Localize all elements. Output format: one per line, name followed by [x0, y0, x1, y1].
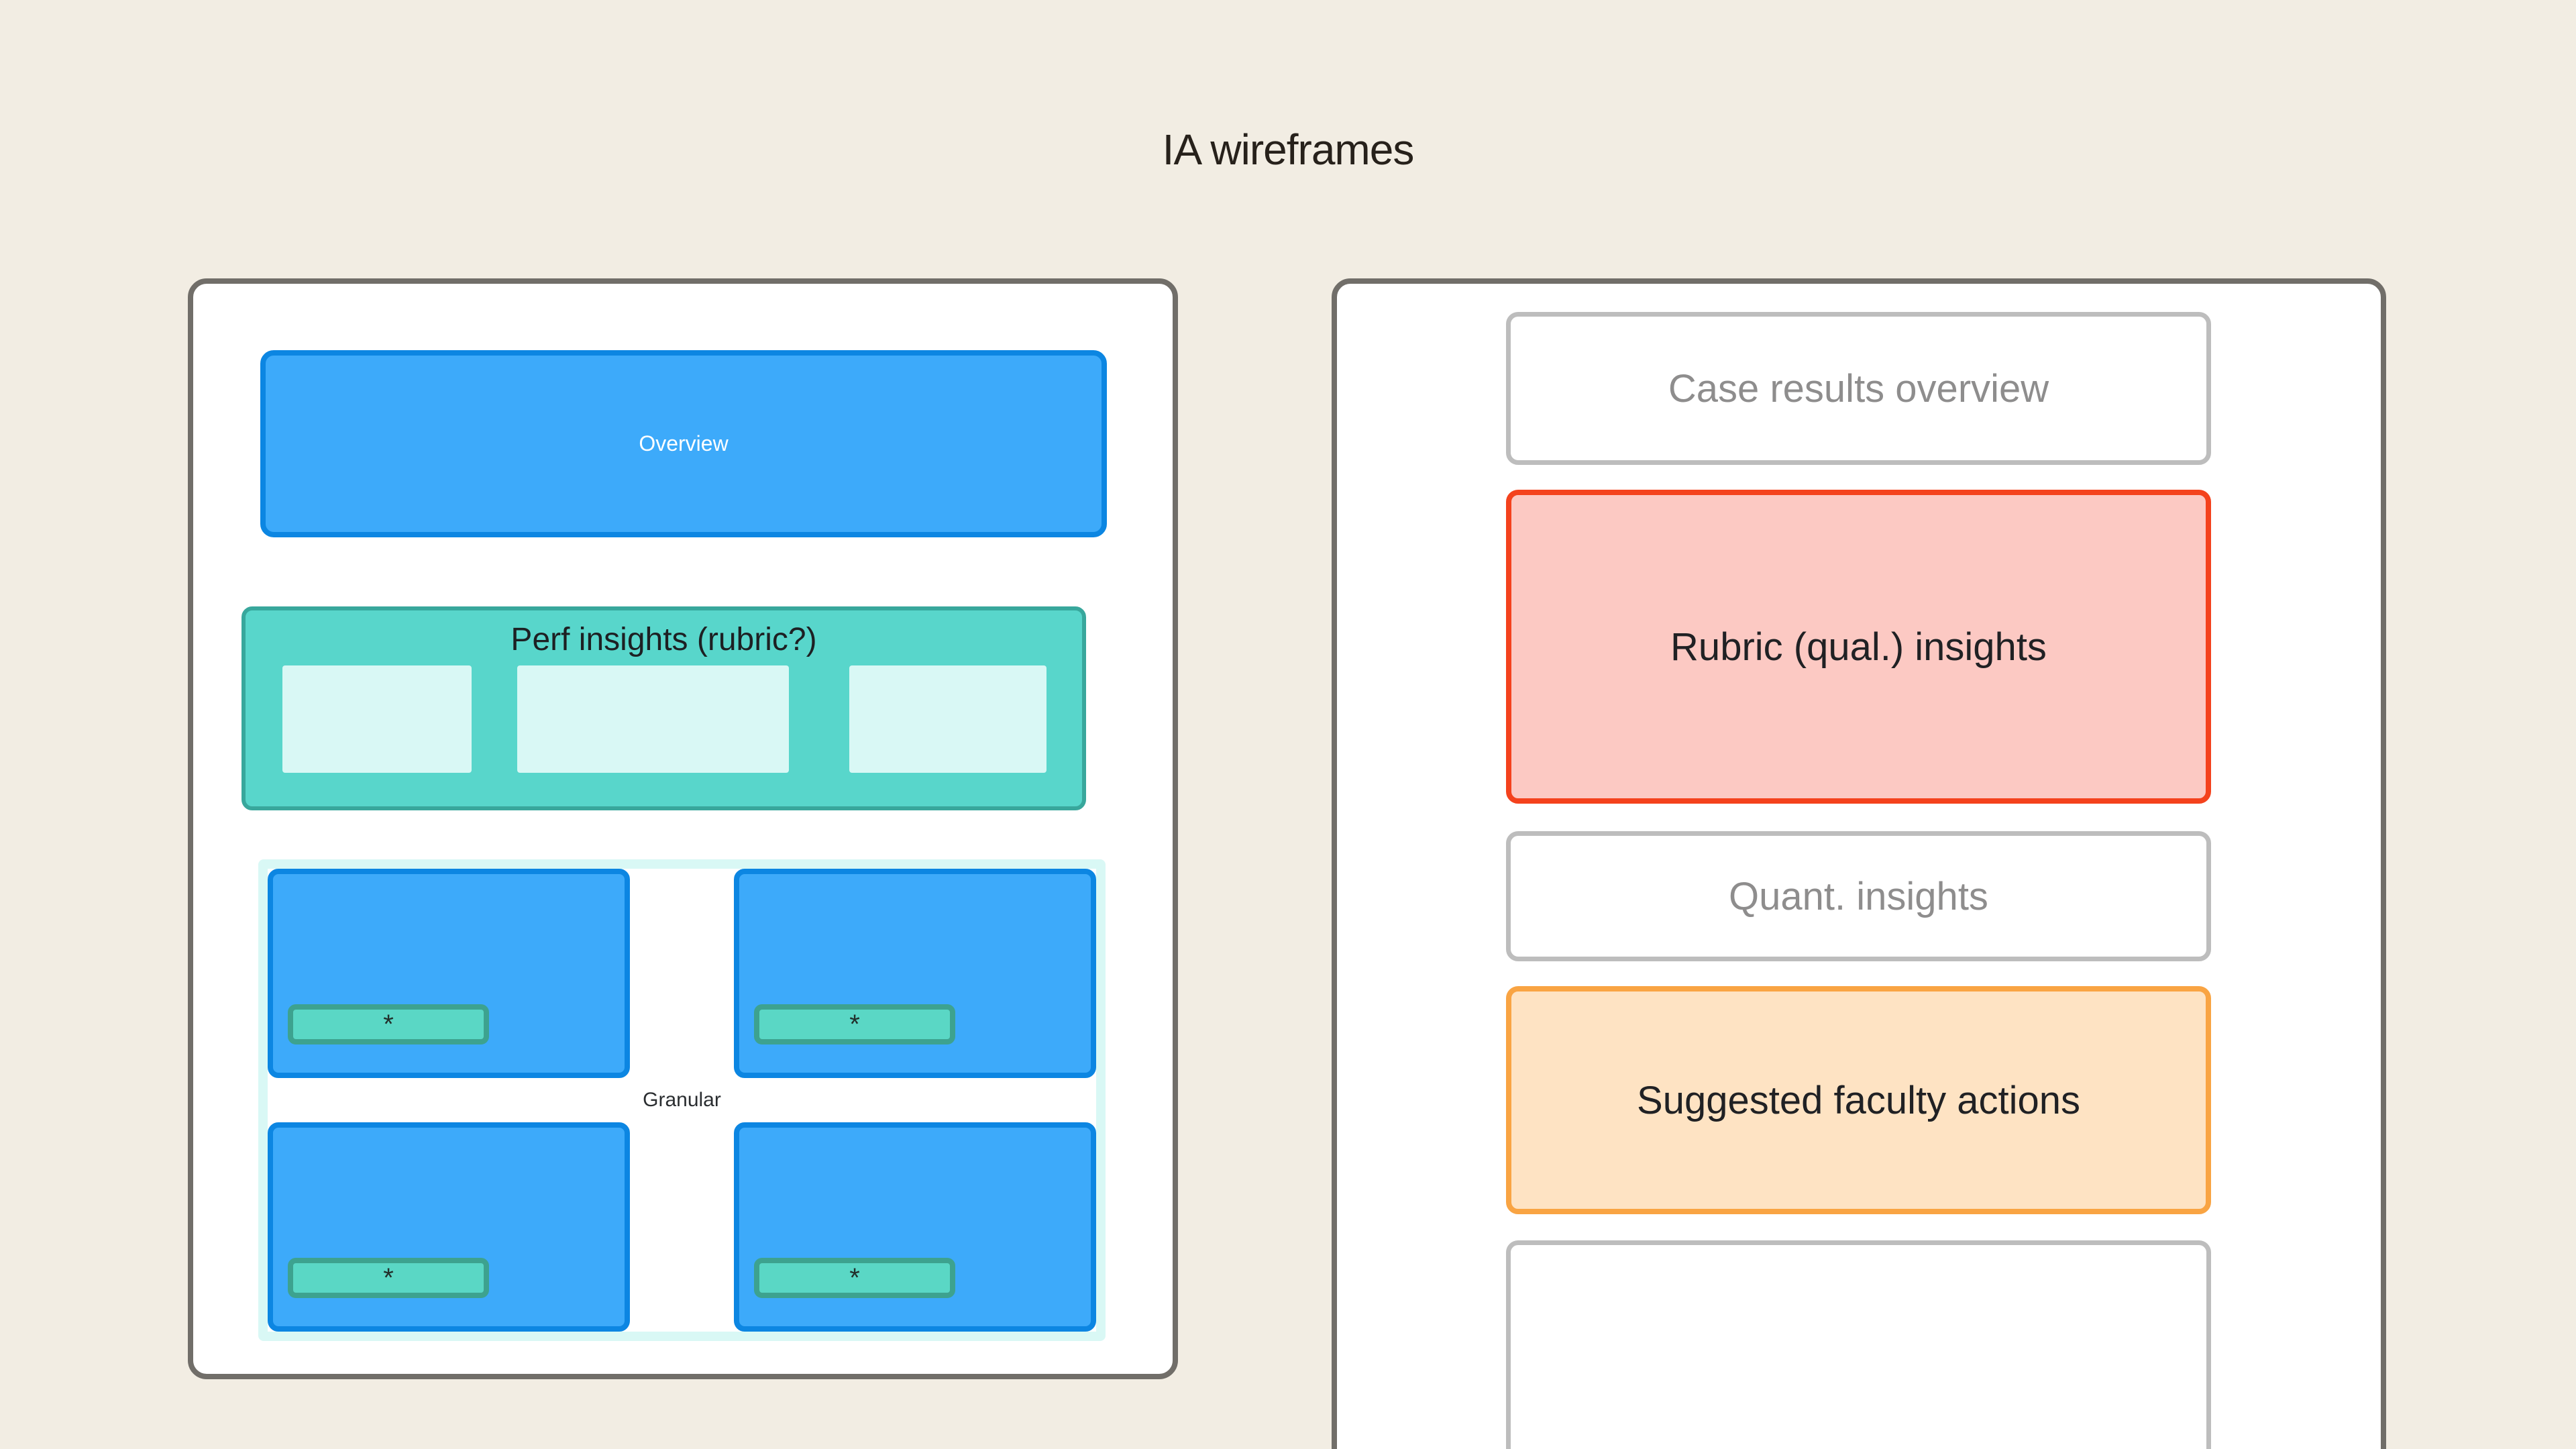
right-wireframe-frame[interactable]: Case results overview Rubric (qual.) ins… — [1332, 278, 2386, 1449]
asterisk-chip[interactable]: * — [754, 1004, 955, 1044]
perf-placeholder-3[interactable] — [849, 665, 1046, 773]
asterisk-chip[interactable]: * — [288, 1004, 489, 1044]
case-results-overview-label: Case results overview — [1668, 366, 2049, 411]
granular-cell-1[interactable]: * — [268, 869, 630, 1078]
asterisk-chip[interactable]: * — [754, 1258, 955, 1298]
empty-shape[interactable] — [1506, 1240, 2211, 1449]
rubric-insights-label: Rubric (qual.) insights — [1670, 625, 2047, 669]
granular-cell-2[interactable]: * — [734, 869, 1096, 1078]
granular-cell-3[interactable]: * — [268, 1122, 630, 1332]
perf-placeholder-2[interactable] — [517, 665, 789, 773]
asterisk-label: * — [383, 1263, 394, 1293]
quant-insights-label: Quant. insights — [1729, 874, 1988, 918]
page-title: IA wireframes — [1162, 125, 1415, 174]
asterisk-label: * — [849, 1009, 860, 1039]
quant-insights-shape[interactable]: Quant. insights — [1506, 831, 2211, 961]
granular-frame[interactable]: * * Granular * * — [258, 859, 1106, 1341]
faculty-actions-shape[interactable]: Suggested faculty actions — [1506, 986, 2211, 1214]
case-results-overview-shape[interactable]: Case results overview — [1506, 312, 2211, 465]
overview-shape[interactable]: Overview — [260, 350, 1107, 537]
asterisk-chip[interactable]: * — [288, 1258, 489, 1298]
faculty-actions-label: Suggested faculty actions — [1637, 1078, 2080, 1122]
perf-insights-title: Perf insights (rubric?) — [511, 622, 817, 657]
asterisk-label: * — [849, 1263, 860, 1293]
overview-label: Overview — [639, 431, 729, 455]
rubric-insights-shape[interactable]: Rubric (qual.) insights — [1506, 490, 2211, 804]
granular-cell-4[interactable]: * — [734, 1122, 1096, 1332]
asterisk-label: * — [383, 1009, 394, 1039]
perf-insights-shape[interactable]: Perf insights (rubric?) — [241, 606, 1086, 810]
granular-label: Granular — [643, 1089, 721, 1111]
perf-placeholder-1[interactable] — [282, 665, 472, 773]
left-wireframe-frame[interactable]: Overview Perf insights (rubric?) * * Gra… — [188, 278, 1178, 1379]
